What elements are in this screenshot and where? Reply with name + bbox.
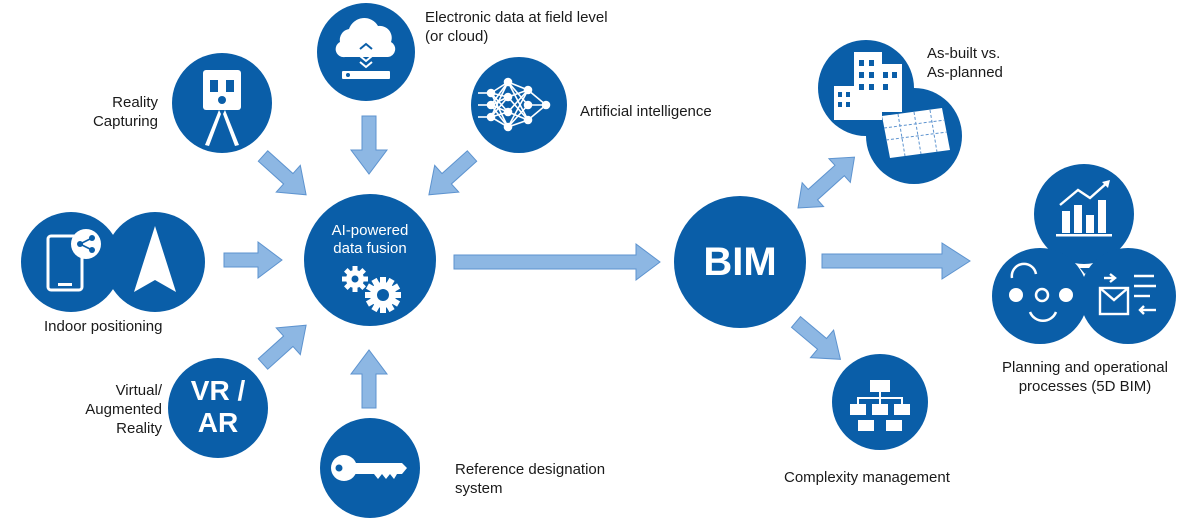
- cloud-data-icon: [335, 18, 396, 79]
- planning-label: Planning and operational processes (5D B…: [1002, 359, 1168, 395]
- key-icon: [331, 455, 407, 481]
- reference-node: [320, 418, 420, 518]
- reality-label: Reality Capturing: [92, 94, 158, 130]
- bim-badge: BIM: [703, 240, 777, 284]
- arrow-indoor-to-fusion: [223, 241, 283, 279]
- navigation-arrow-icon: [134, 226, 176, 292]
- bar-chart-icon: [1056, 180, 1112, 237]
- ai-label: Artificial intelligence: [580, 103, 712, 120]
- vrar-label: Virtual/ Augmented Reality: [85, 382, 162, 437]
- reference-label: Reference designation system: [455, 461, 606, 497]
- chevron-down-icon: [1080, 268, 1090, 274]
- bim-node: [674, 196, 806, 328]
- vrar-node: [168, 358, 268, 458]
- people-icon: [1009, 262, 1073, 322]
- arrow-reference-to-fusion: [350, 349, 388, 409]
- complexity-node: [832, 354, 928, 450]
- cloud-node: [317, 3, 415, 101]
- planning-node: [992, 164, 1176, 344]
- ai-node: [471, 57, 567, 153]
- arrow-cloud-to-fusion: [350, 115, 388, 175]
- fusion-node: [304, 194, 436, 326]
- vrar-badge: VR / AR: [190, 375, 246, 438]
- reality-node: [172, 53, 272, 153]
- fusion-label: AI-powered data fusion: [331, 222, 409, 257]
- arrow-bim-to-planning: [821, 242, 971, 280]
- neural-network-icon: [478, 77, 551, 132]
- cloud-label: Electronic data at field level (or cloud…: [425, 9, 608, 45]
- tripod-scanner-icon: [203, 70, 241, 146]
- arrow-fusion-to-bim: [453, 243, 661, 281]
- tablet-share-icon: [46, 229, 101, 292]
- arrow-reality-to-fusion: [257, 150, 307, 196]
- asbuilt-label: As-built vs. As-planned: [927, 45, 1003, 81]
- mail-list-icon: [1098, 273, 1156, 316]
- arrow-ai-to-fusion: [428, 150, 478, 196]
- arrow-bim-to-complexity: [790, 315, 842, 360]
- indoor-node: [21, 212, 205, 312]
- arrow-bim-asbuilt: [797, 156, 856, 209]
- complexity-label: Complexity management: [784, 469, 950, 486]
- arrow-vrar-to-fusion: [257, 324, 307, 370]
- asbuilt-node: [818, 40, 962, 184]
- indoor-label: Indoor positioning: [44, 318, 163, 335]
- buildings-blueprint-icon: [834, 52, 950, 158]
- gears-icon: [342, 266, 401, 313]
- org-chart-icon: [850, 380, 910, 431]
